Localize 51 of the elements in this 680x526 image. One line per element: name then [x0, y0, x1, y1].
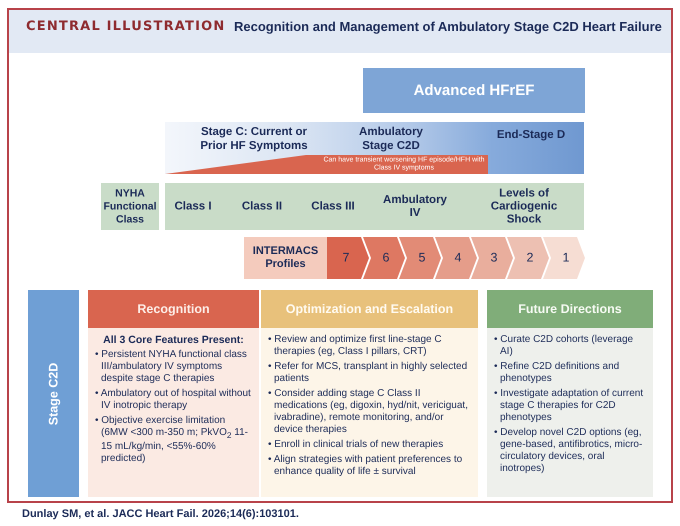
class-label: Levels of Cardiogenic Shock — [490, 187, 558, 226]
side-bar — [28, 290, 79, 497]
bullet-item: • Persistent NYHA functional class III/ambulatory IV symptoms despite stage C therapies — [95, 349, 248, 385]
chevron-step — [327, 237, 369, 279]
chevron-step — [435, 237, 477, 279]
chevron-step — [471, 237, 513, 279]
bullet-item: • Curate C2D cohorts (leverage AI) — [494, 334, 634, 358]
chevron-step — [507, 237, 549, 279]
wedge-shape — [165, 155, 488, 174]
side-label: Stage C2D — [46, 362, 61, 425]
bullet-item: • Consider adding stage C Class II medications (eg, digoxin, hyd/nit, vericiguat, ivabradine), remote monitoring, and/or device therapies — [268, 388, 469, 436]
class-label: Class III — [311, 200, 355, 213]
class-band — [165, 183, 584, 230]
bullet-item: • Investigate adaptation of current stage C therapies for C2D phenotypes — [494, 388, 644, 424]
step-number: 1 — [562, 250, 570, 266]
figure-title: Recognition and Management of Ambulatory Stage C2D Heart Failure — [234, 19, 663, 35]
bullet-item: • Ambulatory out of hospital without IV inotropic therapy — [95, 388, 252, 412]
panel-header: Future Directions — [487, 290, 653, 328]
step-number: 4 — [454, 250, 462, 266]
bullet-item: • Refine C2D definitions and phenotypes — [494, 361, 620, 385]
category-bar — [363, 68, 585, 113]
row-header: NYHA Functional Class — [102, 187, 158, 226]
step-number: 2 — [526, 250, 534, 266]
chevron-step — [543, 237, 585, 279]
figure-caption: Dunlay SM, et al. JACC Heart Fail. 2026;14(6):103101. — [22, 507, 299, 521]
bullet-item: • Develop novel C2D options (eg, gene-based, antifibrotics, micro-circulatory devices, oral inotropes) — [494, 427, 644, 475]
bullet-item: • Refer for MCS, transplant in highly selected patients — [268, 361, 468, 385]
step-number: 7 — [342, 250, 350, 266]
panel-header: Recognition — [88, 290, 259, 328]
chevron-step — [399, 237, 441, 279]
panel-header: Optimization and Escalation — [261, 290, 478, 328]
band-label: End-Stage D — [496, 128, 566, 142]
row-header-box — [244, 237, 327, 279]
step-number: 5 — [418, 250, 426, 266]
band-label: Stage C: Current or Prior HF Symptoms — [200, 125, 308, 153]
bullet-item: • Review and optimize first line-stage C therapies (eg, Class I pillars, CRT) — [268, 334, 443, 358]
figure-label: CENTRAL ILLUSTRATION — [26, 19, 226, 35]
chevron-step — [363, 237, 405, 279]
gradient-band — [165, 122, 584, 174]
bullet-item: • Enroll in clinical trials of new therapies — [268, 439, 444, 451]
step-number: 6 — [382, 250, 390, 266]
step-number: 3 — [490, 250, 498, 266]
bullet-item: • Objective exercise limitation (6MW <300 m-350 m; PkVO$_{2}$ 11-15 mL/kg/min, <55%-60% predicted) — [95, 415, 250, 465]
bullet-item: • Align strategies with patient preferences to enhance quality of life ± survival — [268, 454, 464, 478]
row-header: INTERMACS Profiles — [252, 245, 319, 271]
class-label: Ambulatory IV — [382, 194, 448, 220]
class-label: Class II — [242, 200, 282, 213]
intro-text: All 3 Core Features Present: — [102, 334, 245, 346]
class-label: Class I — [174, 200, 212, 213]
bar-label: Advanced HFrEF — [414, 82, 534, 100]
band-label: Ambulatory Stage C2D — [358, 125, 424, 153]
